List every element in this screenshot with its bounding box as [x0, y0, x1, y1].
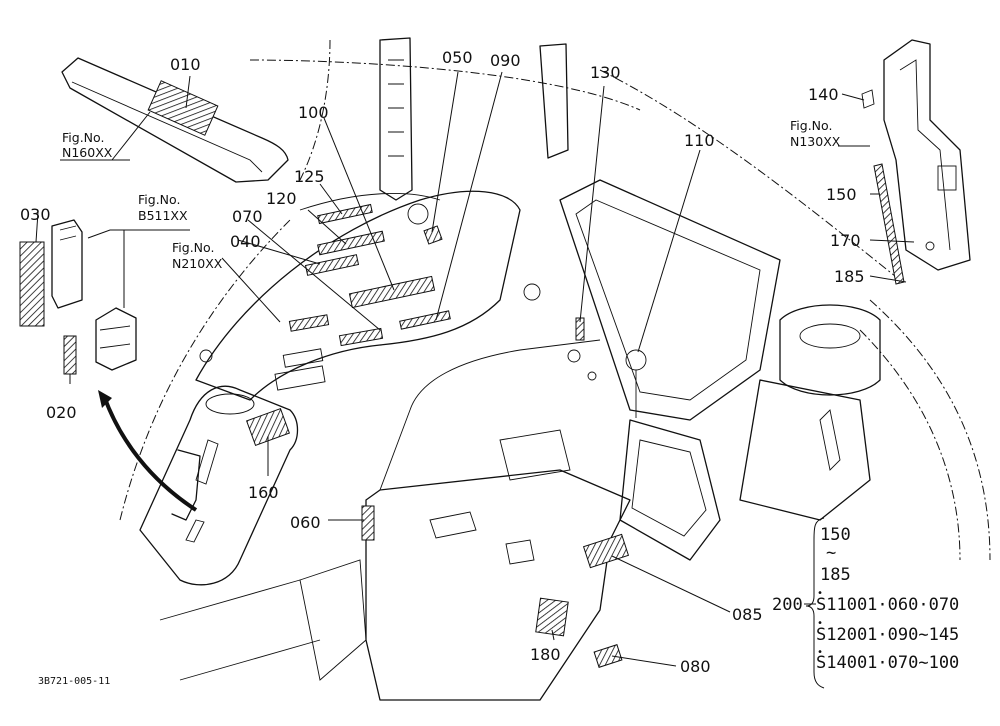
label-060-decal	[361, 505, 375, 541]
dashboard	[195, 190, 541, 401]
label-125-decal	[317, 203, 373, 225]
legend-line-1: S11001·060·070	[816, 595, 959, 615]
label-080-decal	[593, 644, 623, 668]
callout-100: 100	[298, 103, 329, 122]
legend-dot-1: •	[817, 588, 823, 599]
serial-legend: 200 150 ~ 185 S11001·060·070 • S12001·09…	[772, 517, 959, 689]
legend-range-start: 150	[820, 525, 851, 545]
callout-150: 150	[826, 185, 857, 204]
sun-visor	[61, 57, 289, 183]
callout-080: 080	[680, 657, 711, 676]
callout-050: 050	[442, 48, 473, 67]
label-020-decal	[63, 335, 77, 375]
fig-ref-sun-visor-code: N160XX	[62, 145, 113, 160]
callout-070: 070	[232, 207, 263, 226]
rear-pillar	[861, 39, 971, 285]
legend-dot-3: •	[817, 647, 823, 658]
label-070-decal	[304, 254, 360, 276]
callout-125: 125	[294, 167, 325, 186]
label-120-decal	[317, 230, 385, 256]
callout-140: 140	[808, 85, 839, 104]
figure-references: Fig.No. N160XX Fig.No. B511XX Fig.No. N2…	[62, 118, 841, 271]
callout-060: 060	[290, 513, 321, 532]
cab-frame	[119, 37, 991, 561]
switch-panel	[19, 219, 137, 375]
legend-range-tilde: ~	[826, 543, 836, 563]
fig-ref-dash-panel-code: N210XX	[172, 256, 223, 271]
legend-range-end: 185	[820, 565, 851, 585]
callout-170: 170	[830, 231, 861, 250]
rear-area	[559, 179, 881, 561]
left-console	[139, 385, 299, 586]
label-150-170-strip	[873, 163, 905, 285]
label-090-decal	[399, 310, 451, 330]
callout-110: 110	[684, 131, 715, 150]
floor-panel	[159, 339, 631, 701]
fig-ref-switch-panel-label: Fig.No.	[138, 192, 180, 207]
callout-090: 090	[490, 51, 521, 70]
callout-labels: 010 020 030 040 050 060 070 080 085 090 …	[20, 48, 865, 676]
fig-ref-rear-pillar-code: N130XX	[790, 134, 841, 149]
label-dash-small	[338, 327, 384, 347]
callout-085: 085	[732, 605, 763, 624]
fig-ref-rear-pillar-label: Fig.No.	[790, 118, 832, 133]
legend-callout-200: 200	[772, 595, 803, 615]
fig-ref-switch-panel-code: B511XX	[138, 208, 188, 223]
fig-ref-sun-visor-label: Fig.No.	[62, 130, 104, 145]
leader-lines	[35, 71, 915, 667]
callout-180: 180	[530, 645, 561, 664]
callout-010: 010	[170, 55, 201, 74]
label-100-decal	[348, 275, 436, 309]
fig-ref-dash-panel-label: Fig.No.	[172, 240, 214, 255]
label-085-decal	[582, 533, 630, 569]
legend-line-2: S12001·090∼145	[816, 625, 959, 645]
callout-040: 040	[230, 232, 261, 251]
label-160-decal	[245, 407, 291, 447]
label-180-decal	[535, 597, 569, 637]
label-050-decal	[423, 225, 443, 245]
callout-030: 030	[20, 205, 51, 224]
legend-dot-2: •	[817, 618, 823, 629]
label-030-decal	[19, 241, 45, 327]
drawing-number: 3B721-005-11	[38, 676, 110, 687]
callout-130: 130	[590, 63, 621, 82]
callout-185: 185	[834, 267, 865, 286]
callout-120: 120	[266, 189, 297, 208]
label-040-decal	[288, 314, 330, 332]
label-010-decal	[147, 80, 219, 136]
callout-020: 020	[46, 403, 77, 422]
legend-line-3: S14001·070∼100	[816, 653, 959, 673]
direction-arrow	[102, 395, 198, 512]
callout-160: 160	[248, 483, 279, 502]
